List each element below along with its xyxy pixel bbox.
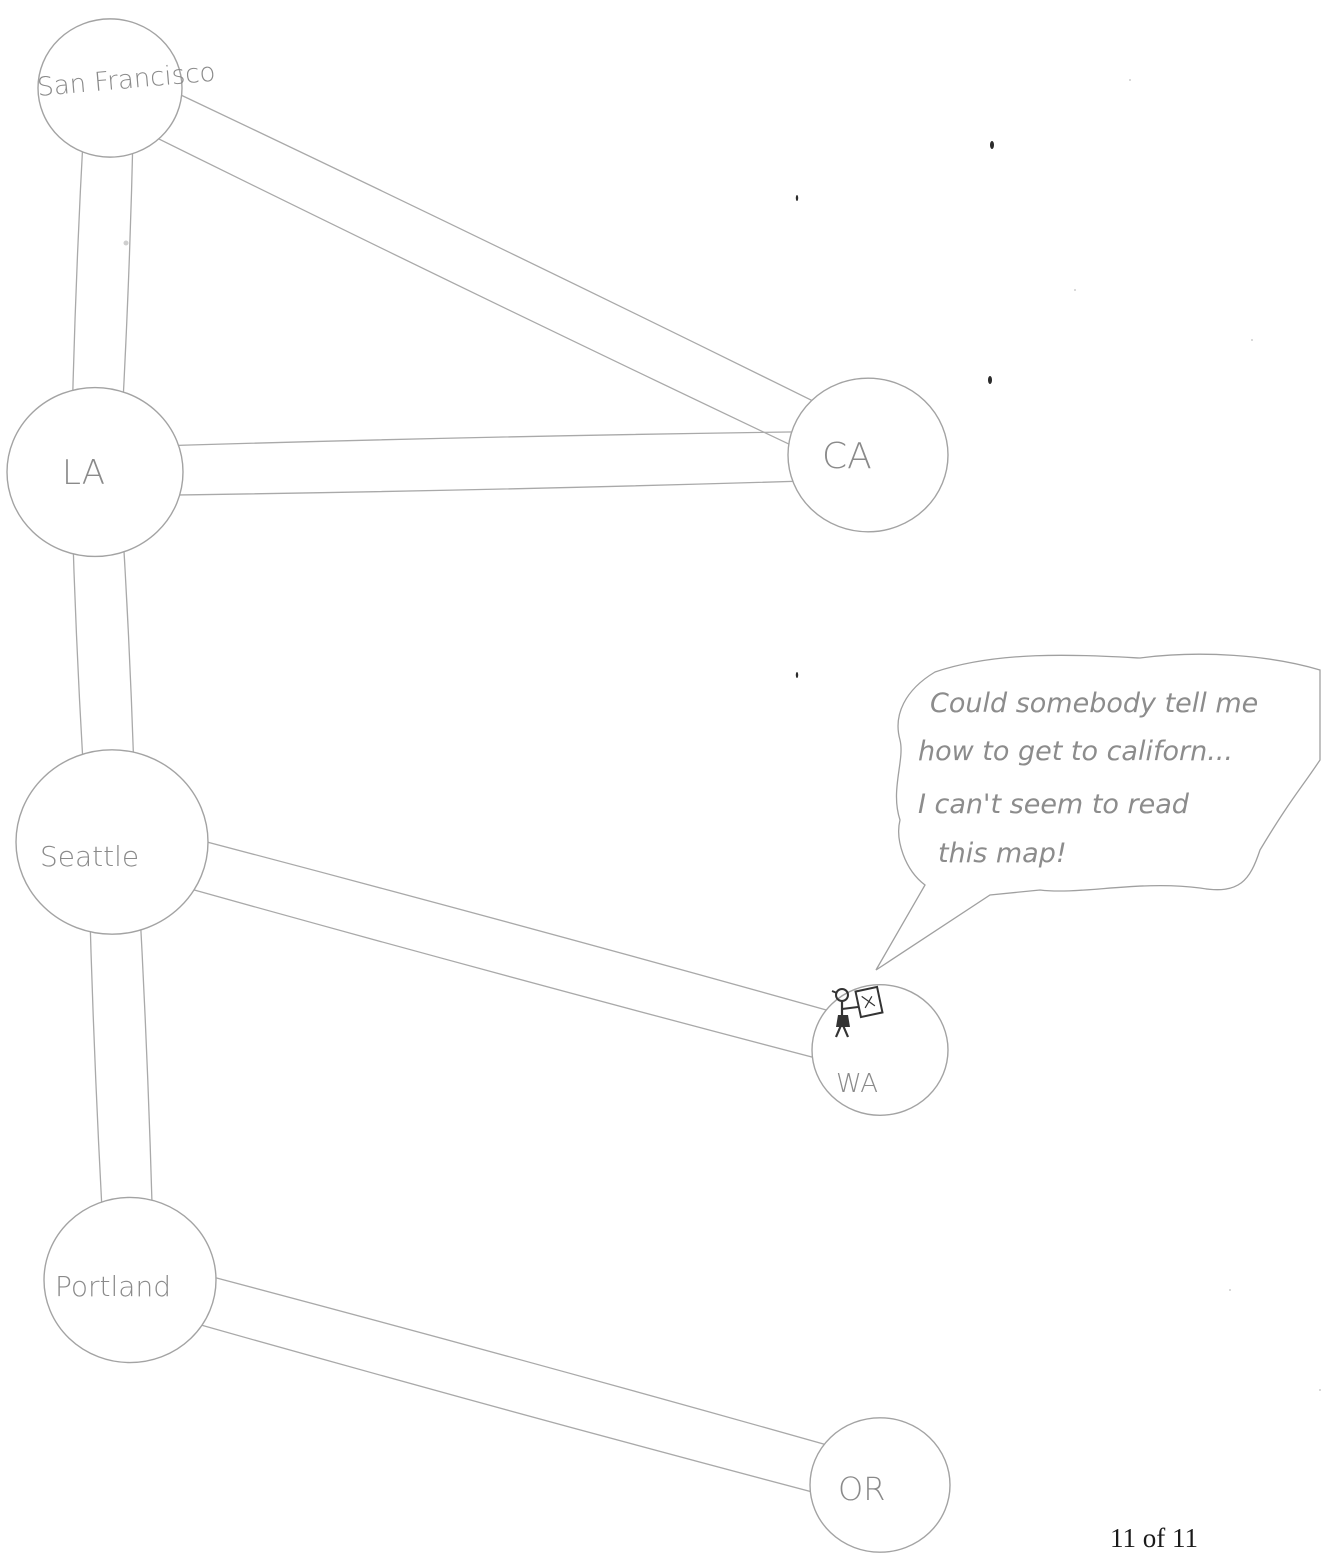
node-label: Portland <box>55 1270 171 1303</box>
edge-line <box>118 819 886 1027</box>
node-label: LA <box>62 453 105 493</box>
edge-seattle-wa <box>106 819 887 1073</box>
edge-line <box>100 110 858 477</box>
edge-line <box>94 431 867 448</box>
bubble-line-3: I can't seem to read <box>918 789 1190 820</box>
edge-line <box>136 1257 886 1462</box>
edge-line <box>96 479 869 496</box>
node-label: CA <box>822 436 872 477</box>
node-ca: CA <box>788 378 948 532</box>
bubble-line-4: this map! <box>938 838 1067 869</box>
node-seattle: Seattle <box>16 750 208 934</box>
node-label: WA <box>836 1069 878 1099</box>
node-or: OR <box>810 1418 950 1552</box>
bubble-line-1: Could somebody tell me <box>930 688 1258 719</box>
edge-portland-or <box>124 1257 887 1508</box>
speech-bubble: Could somebody tell me how to get to cal… <box>876 654 1320 970</box>
node-label: Seattle <box>40 840 139 873</box>
node-san-francisco: San Francisco <box>36 19 217 157</box>
node-label: OR <box>838 1470 885 1508</box>
node-la: LA <box>7 388 183 557</box>
page-number: 11 of 11 <box>1110 1523 1198 1554</box>
edge-la-ca <box>94 431 868 496</box>
node-portland: Portland <box>44 1197 216 1362</box>
edge-line <box>106 865 874 1073</box>
edge-san-francisco-ca <box>100 66 879 476</box>
edge-line <box>124 1303 874 1508</box>
bubble-line-2: how to get to californ... <box>918 736 1233 767</box>
edge-line <box>120 66 878 433</box>
